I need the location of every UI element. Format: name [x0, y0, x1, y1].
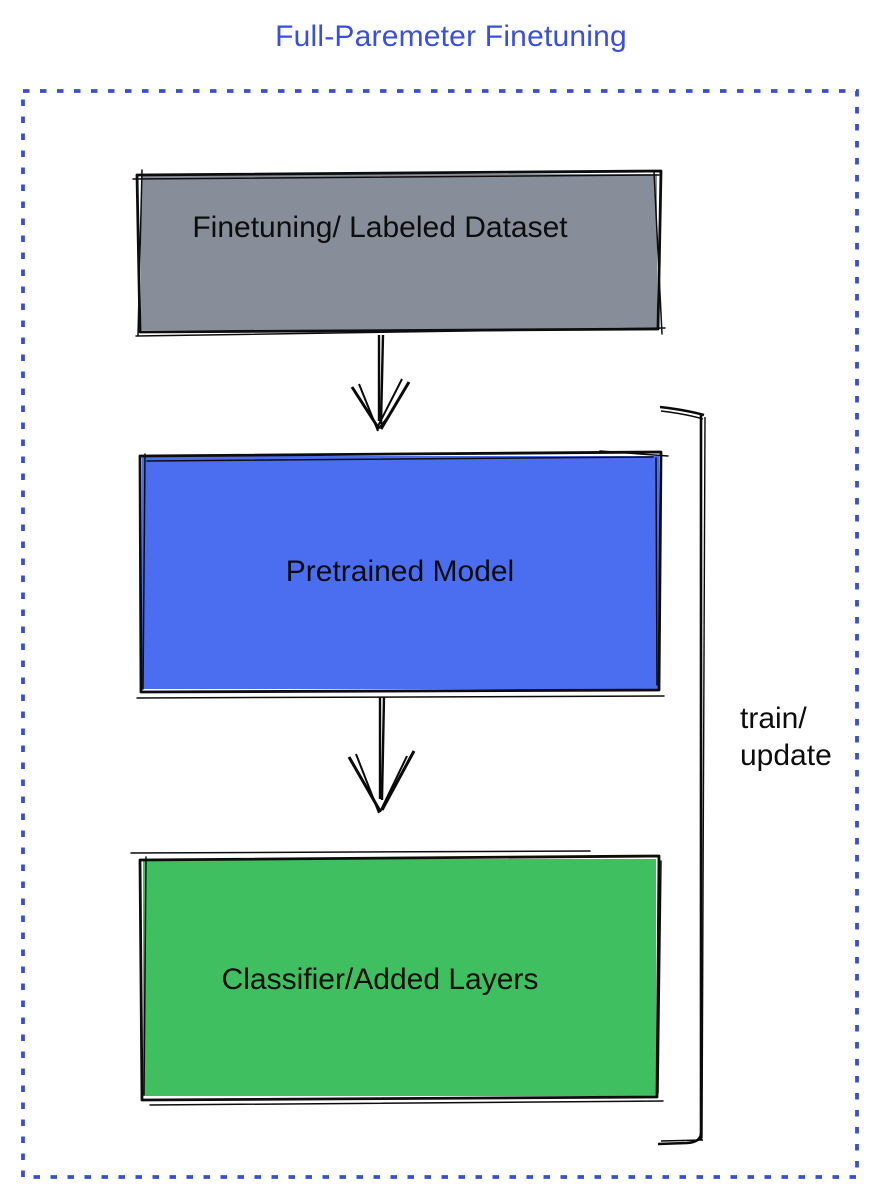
pretrained-model-label: Pretrained Model	[285, 555, 515, 588]
pretrained-model-box-fill	[142, 456, 659, 689]
diagram-title: Full-Paremeter Finetuning	[275, 20, 627, 53]
dotted-border	[21, 89, 859, 1179]
finetuning-dataset-box-sketch	[132, 169, 666, 337]
finetuning-dataset-label: Finetuning/ Labeled Dataset	[192, 211, 568, 244]
pretrained-model-box-sketch	[136, 450, 669, 699]
arrow-down-1-icon	[350, 334, 411, 432]
classifier-added-layers-label: Classifier/Added Layers	[221, 963, 539, 996]
classifier-added-layers-box-fill	[143, 859, 656, 1096]
classifier-added-layers-box	[130, 850, 664, 1106]
train-update-bracket	[657, 405, 706, 1146]
train-update-label-line2: update	[740, 739, 832, 772]
finetuning-dataset-box	[132, 169, 666, 337]
arrow-down-2-icon	[347, 696, 416, 814]
classifier-added-layers-box-sketch	[130, 850, 664, 1106]
pretrained-model-box	[136, 450, 669, 699]
train-update-label: train/ update	[740, 700, 832, 774]
finetuning-dataset-box-fill	[141, 174, 657, 330]
train-update-label-line1: train/	[740, 702, 807, 735]
pretrained-model-box-outline	[138, 450, 663, 694]
classifier-added-layers-box-outline	[138, 854, 661, 1102]
